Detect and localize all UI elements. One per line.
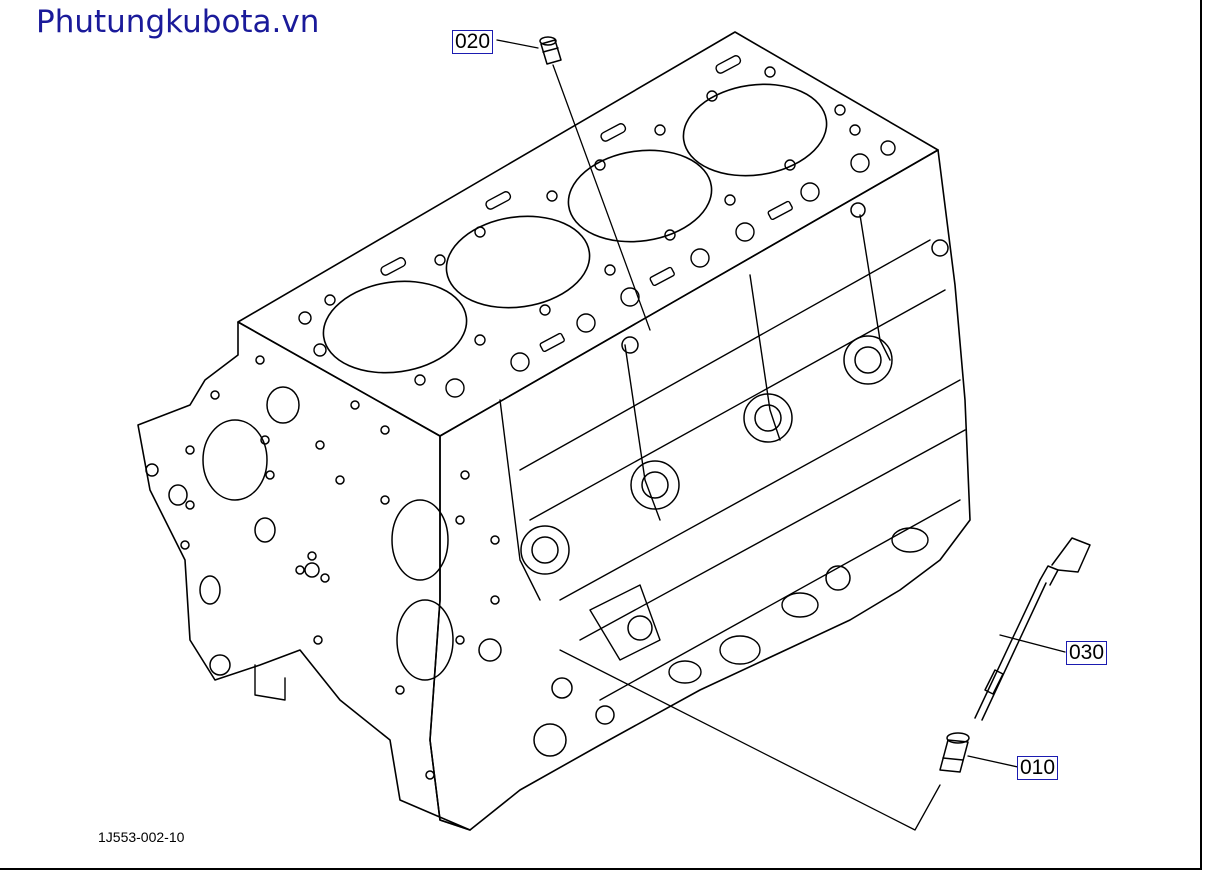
end-face-notch	[254, 664, 286, 701]
end-face-holes	[145, 355, 500, 780]
cylinder-bore-2	[445, 215, 591, 309]
cylinder-bore-4	[682, 83, 828, 177]
bearing-bosses	[478, 202, 949, 757]
lower-pockets	[589, 527, 929, 684]
plug-part	[539, 36, 562, 65]
callout-020[interactable]: 020	[452, 30, 494, 54]
drawing-number: 1J553-002-10	[98, 829, 185, 845]
cylinder-bore-1	[322, 280, 468, 374]
dipstick-part	[974, 537, 1091, 721]
block-top-deck	[237, 31, 939, 437]
leader-lines	[496, 39, 1066, 831]
side-face-ribs	[499, 214, 966, 701]
dipstick-guide-part	[939, 732, 970, 773]
deck-slots	[380, 55, 793, 353]
site-watermark: Phutungkubota.vn	[36, 4, 320, 40]
deck-holes	[298, 66, 896, 398]
callout-010[interactable]: 010	[1017, 756, 1059, 780]
cylinder-bore-3	[567, 149, 713, 243]
callout-030[interactable]: 030	[1066, 641, 1108, 665]
block-end-face	[137, 321, 471, 831]
